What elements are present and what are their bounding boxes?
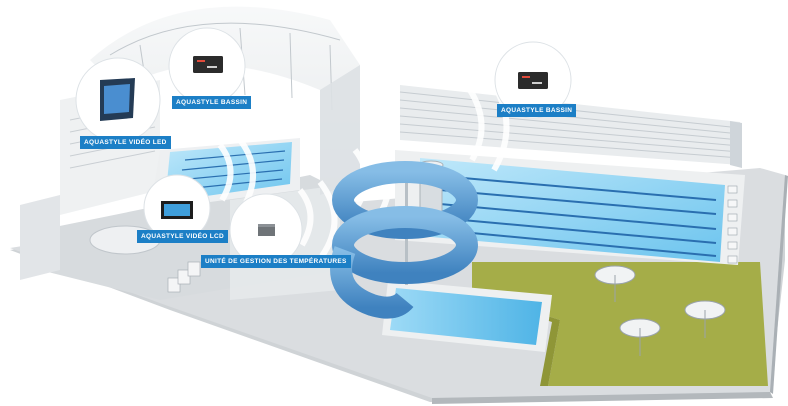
parasols [594, 265, 726, 356]
scoreboard-display-icon [518, 72, 548, 89]
video-lcd-bubble [143, 174, 211, 242]
scoreboard-display-icon [193, 56, 223, 73]
bassin-right-bubble [494, 41, 572, 119]
water-slide [330, 160, 478, 319]
floor-edge [770, 175, 788, 394]
callout-label-bassin-left: AQUASTYLE BASSIN [172, 96, 252, 109]
callout-label-temperature-unit: UNITÉ DE GESTION DES TEMPÉRATURES [201, 255, 351, 268]
hall-dome [90, 6, 360, 196]
hall-lockers [167, 261, 201, 293]
callout-label-video-led: AQUASTYLE VIDÉO LED [80, 136, 171, 149]
splash-pool-water [390, 288, 542, 345]
lawn [472, 262, 768, 386]
video-led-bubble [75, 57, 161, 143]
floor-front-edge [432, 392, 773, 404]
bassin-left-bubble [168, 27, 246, 105]
temperature-unit-bubble [229, 193, 303, 267]
hall-right-wall [320, 65, 360, 195]
hall-left-wall [20, 195, 60, 280]
lap-pool-lanes [439, 175, 717, 257]
callout-label-video-lcd: AQUASTYLE VIDÉO LCD [137, 230, 228, 243]
starting-blocks [727, 185, 738, 264]
stands-side [730, 121, 742, 168]
callout-label-bassin-right: AQUASTYLE BASSIN [497, 104, 577, 117]
